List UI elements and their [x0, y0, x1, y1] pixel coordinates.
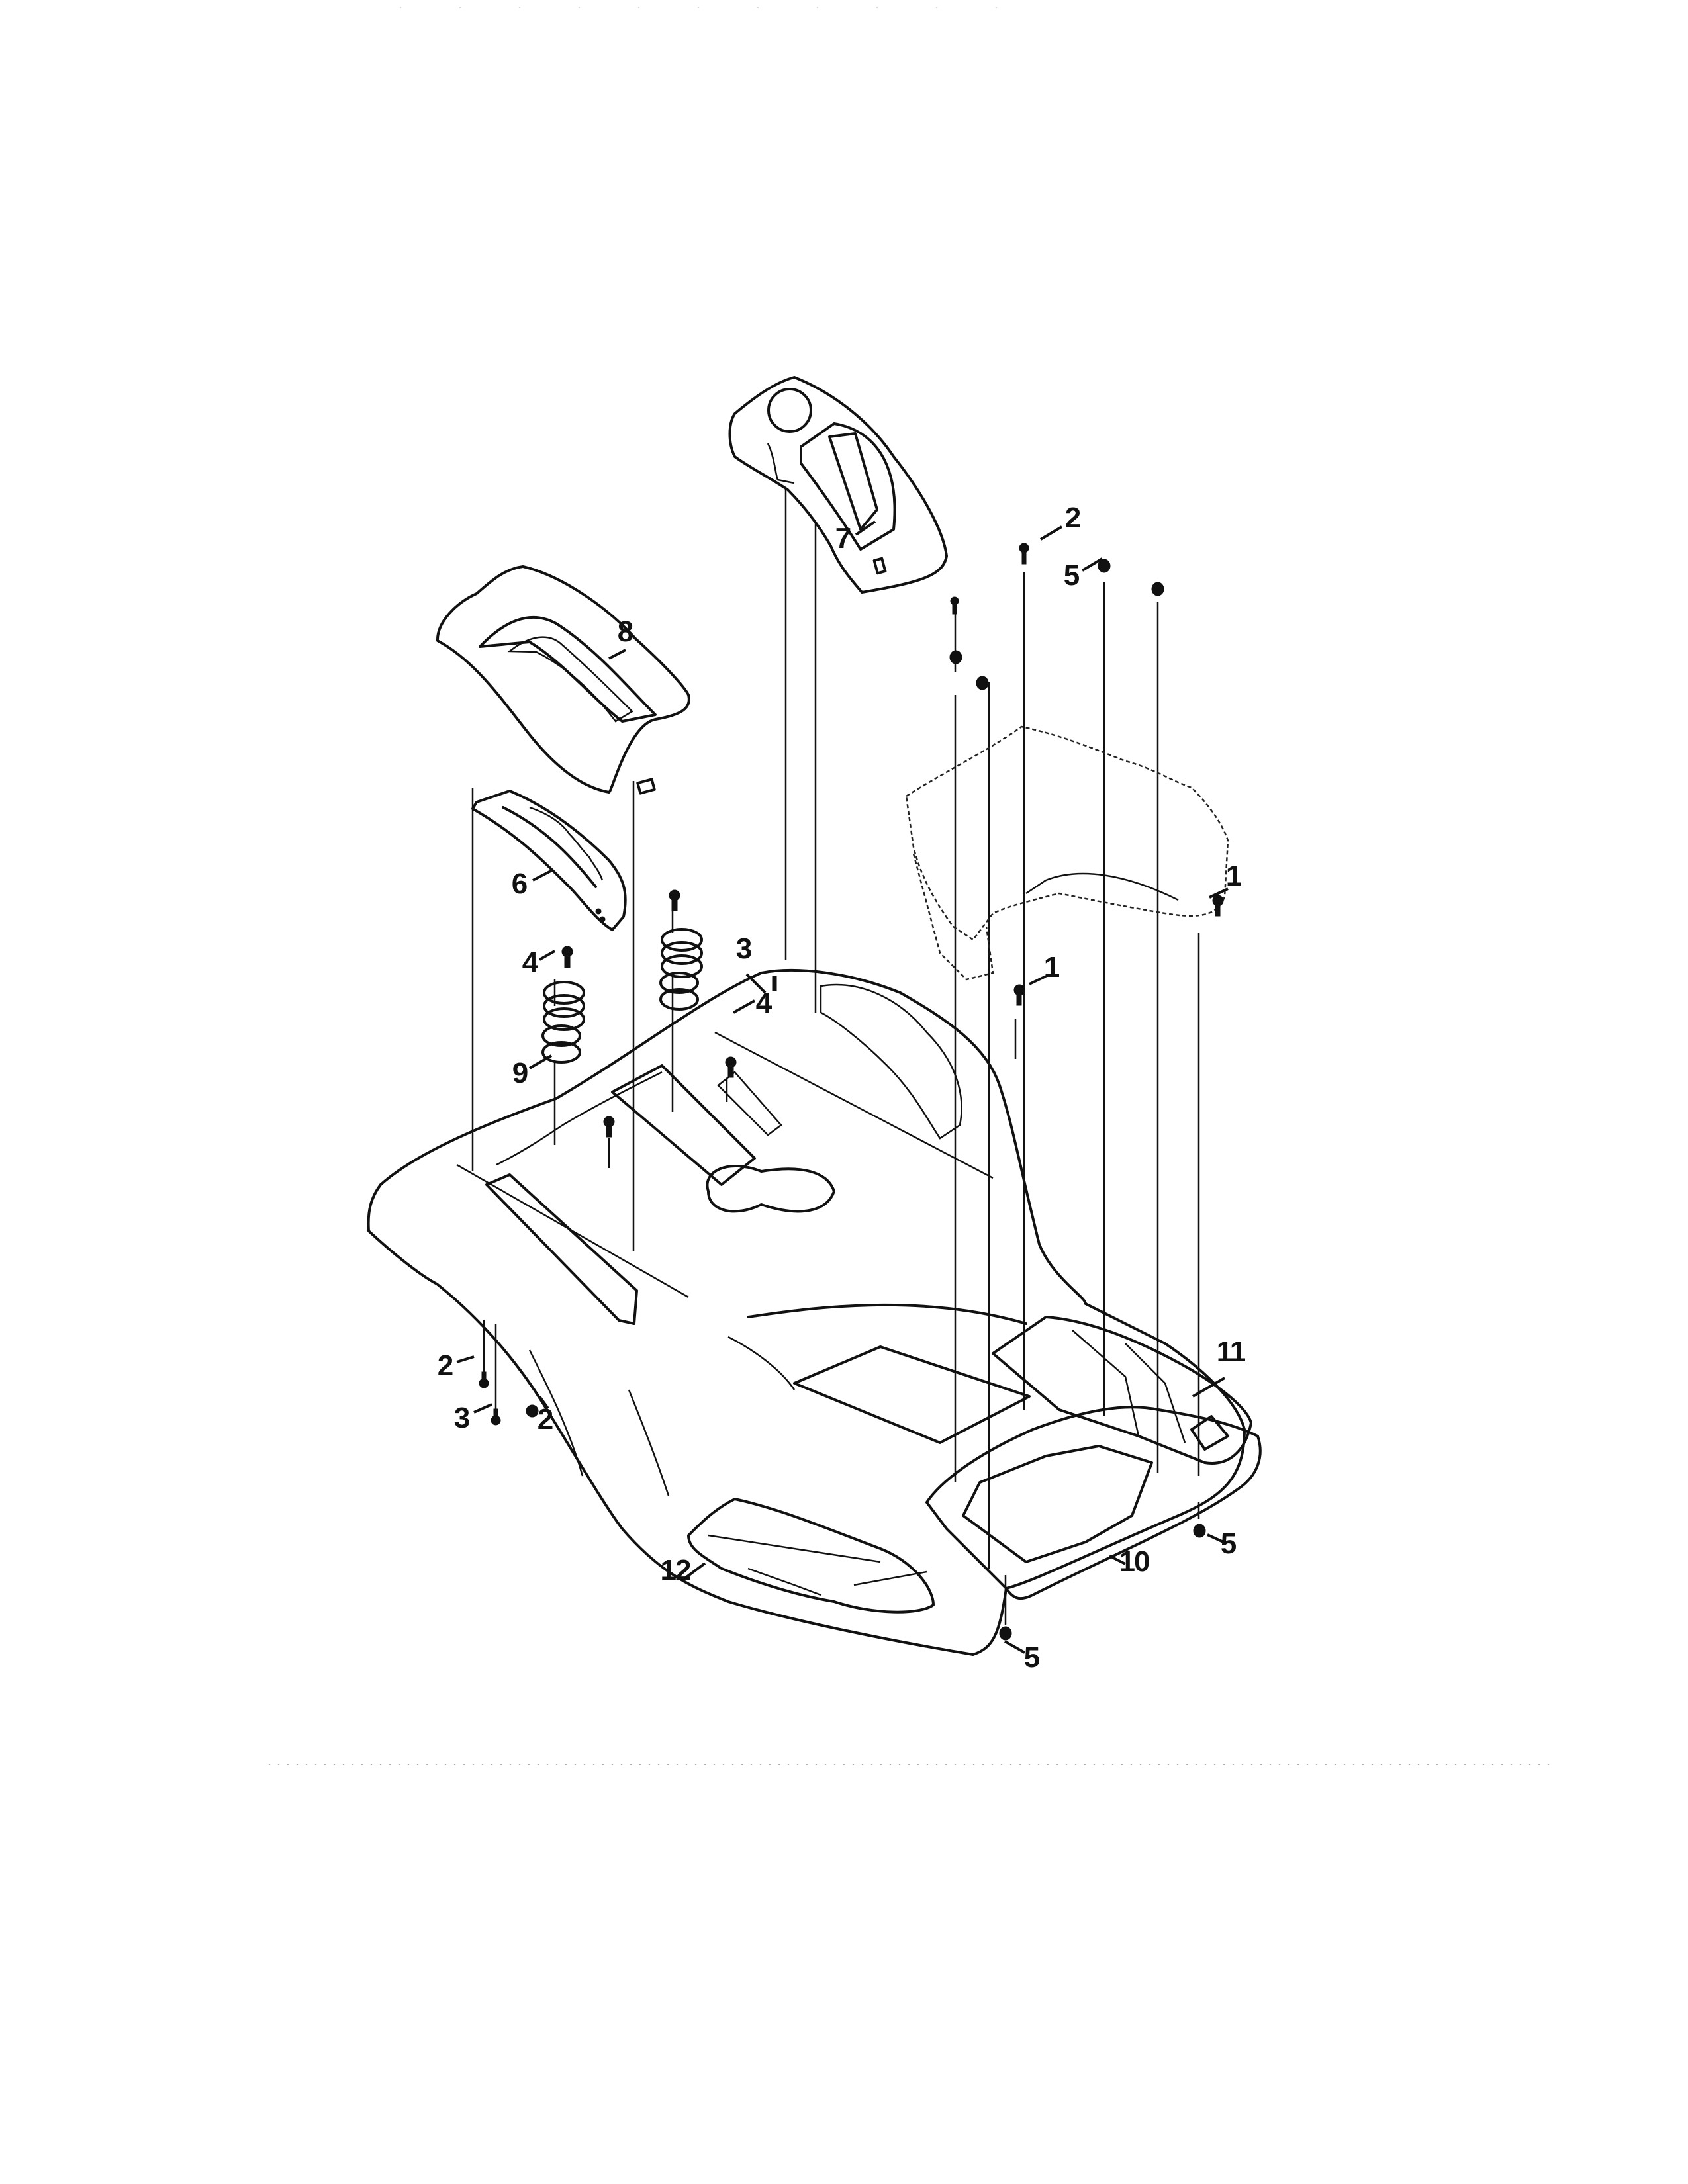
- callout-5-right: 5: [1220, 1527, 1237, 1560]
- rear-shroud: [905, 725, 1229, 981]
- part-11-right-mat: [992, 1316, 1252, 1465]
- callout-2-top: 2: [1064, 502, 1082, 534]
- callout-12: 12: [660, 1554, 692, 1586]
- spring-right: [659, 928, 703, 1011]
- part-9-springs: [541, 928, 703, 1064]
- callout-5-top: 5: [1063, 559, 1080, 592]
- nut-icon: [1098, 559, 1111, 573]
- callout-5-bottom: 5: [1023, 1641, 1041, 1674]
- callout-1-right: 1: [1225, 860, 1243, 892]
- main-fender-body: [367, 968, 1246, 1656]
- callout-9: 9: [512, 1057, 529, 1089]
- part-8-left-console: [436, 565, 690, 795]
- callout-4-left: 4: [522, 946, 539, 979]
- callout-1-mid: 1: [1043, 951, 1060, 983]
- nut-icon: [976, 676, 989, 690]
- nut-icon: [1151, 582, 1164, 596]
- part-12-left-mat: [687, 1498, 935, 1614]
- scan-artifact-bottom: [265, 1764, 1556, 1765]
- callout-8: 8: [617, 615, 634, 648]
- callout-2-left: 2: [437, 1349, 454, 1382]
- callout-2-lower: 2: [537, 1403, 554, 1435]
- callout-3-lower: 3: [453, 1402, 471, 1434]
- callout-4-mid: 4: [755, 987, 773, 1019]
- scan-artifact-top: [371, 7, 1033, 8]
- screw-shank: [1021, 550, 1027, 565]
- callout-3-upper: 3: [735, 933, 753, 965]
- nut-icon: [999, 1626, 1012, 1641]
- part-7-right-console: [728, 376, 948, 594]
- part-10-footrest-plate: [925, 1406, 1262, 1600]
- callout-7: 7: [835, 522, 852, 555]
- callout-6: 6: [511, 868, 528, 900]
- callout-11: 11: [1216, 1336, 1246, 1368]
- nut-icon: [949, 650, 962, 664]
- spring-left: [541, 981, 585, 1064]
- part-6-adjuster-plate: [471, 790, 627, 931]
- nut-icon: [1193, 1524, 1206, 1538]
- callout-10: 10: [1119, 1545, 1150, 1578]
